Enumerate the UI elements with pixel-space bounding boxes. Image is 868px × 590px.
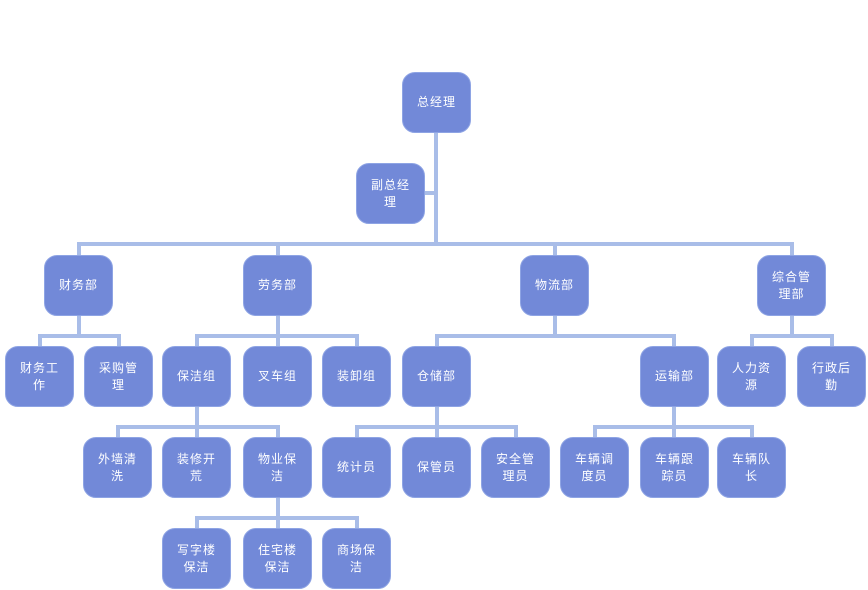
connector-line [435, 407, 439, 429]
connector-line [117, 334, 121, 346]
connector-line [435, 425, 439, 437]
connector-line [276, 498, 280, 520]
org-node-hr[interactable]: 人力资源 [717, 346, 786, 407]
org-node-custodian[interactable]: 保管员 [402, 437, 471, 498]
org-node-finance-dept[interactable]: 财务部 [44, 255, 113, 316]
org-node-office-cleaning[interactable]: 写字楼保洁 [162, 528, 231, 589]
org-node-mall-cleaning[interactable]: 商场保洁 [322, 528, 391, 589]
org-node-vehicle-dispatcher[interactable]: 车辆调度员 [560, 437, 629, 498]
org-node-finance-work[interactable]: 财务工作 [5, 346, 74, 407]
org-node-labor-dept[interactable]: 劳务部 [243, 255, 312, 316]
connector-line [276, 425, 280, 437]
connector-line [355, 516, 359, 528]
connector-line [422, 191, 438, 195]
connector-line [750, 425, 754, 437]
connector-line [435, 334, 676, 338]
connector-line [195, 407, 199, 429]
connector-line [276, 516, 280, 528]
connector-line [553, 242, 557, 255]
connector-line [672, 425, 676, 437]
org-node-fleet-captain[interactable]: 车辆队长 [717, 437, 786, 498]
connector-line [195, 425, 199, 437]
connector-line [77, 242, 81, 255]
org-node-purchasing[interactable]: 采购管理 [84, 346, 153, 407]
connector-line [355, 425, 359, 437]
connector-line [434, 133, 438, 246]
org-node-property-cleaning[interactable]: 物业保洁 [243, 437, 312, 498]
org-node-safety-manager[interactable]: 安全管理员 [481, 437, 550, 498]
connector-line [514, 425, 518, 437]
connector-line [195, 334, 199, 346]
org-node-renovation-clean[interactable]: 装修开荒 [162, 437, 231, 498]
org-node-transport-dept[interactable]: 运输部 [640, 346, 709, 407]
connector-line [553, 316, 557, 338]
connector-line [195, 516, 199, 528]
org-node-warehouse-dept[interactable]: 仓储部 [402, 346, 471, 407]
org-node-deputy-gm[interactable]: 副总经理 [356, 163, 425, 224]
org-node-exterior-cleaning[interactable]: 外墙清洗 [83, 437, 152, 498]
org-node-general-manager[interactable]: 总经理 [402, 72, 471, 133]
connector-line [276, 334, 280, 346]
connector-line [276, 242, 280, 255]
connector-line [790, 316, 794, 338]
org-node-logistics-dept[interactable]: 物流部 [520, 255, 589, 316]
org-node-residential-clean[interactable]: 住宅楼保洁 [243, 528, 312, 589]
connector-line [672, 407, 676, 429]
org-node-cleaning-group[interactable]: 保洁组 [162, 346, 231, 407]
org-node-vehicle-tracker[interactable]: 车辆跟踪员 [640, 437, 709, 498]
org-node-admin-logistics[interactable]: 行政后勤 [797, 346, 866, 407]
connector-line [77, 316, 81, 338]
connector-line [355, 334, 359, 346]
connector-line [750, 334, 834, 338]
org-node-forklift-group[interactable]: 叉车组 [243, 346, 312, 407]
connector-line [750, 334, 754, 346]
connector-line [38, 334, 121, 338]
connector-line [38, 334, 42, 346]
connector-line [77, 242, 794, 246]
connector-line [672, 334, 676, 346]
org-node-general-mgmt-dept[interactable]: 综合管理部 [757, 255, 826, 316]
connector-line [593, 425, 597, 437]
connector-line [116, 425, 120, 437]
org-node-loading-group[interactable]: 装卸组 [322, 346, 391, 407]
connector-line [276, 316, 280, 338]
connector-line [830, 334, 834, 346]
org-node-statistician[interactable]: 统计员 [322, 437, 391, 498]
connector-line [435, 334, 439, 346]
connector-line [790, 242, 794, 255]
